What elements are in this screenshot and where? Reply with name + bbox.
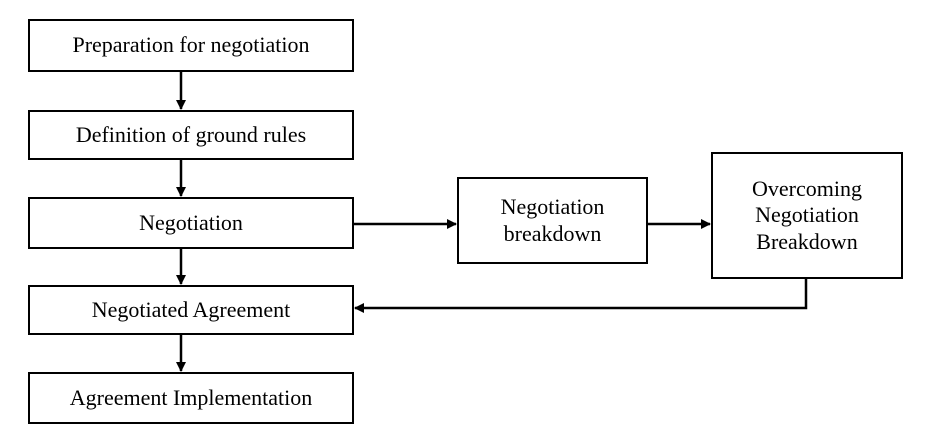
arrow-overcoming-to-negotiated-agreement xyxy=(354,279,808,313)
breakdown-label-line-2: breakdown xyxy=(503,220,602,246)
ground-rules-label: Definition of ground rules xyxy=(75,121,307,147)
overcoming-label-line-3: Breakdown xyxy=(756,228,858,254)
overcoming-label: Overcoming Negotiation Breakdown xyxy=(752,176,862,255)
breakdown-label: Negotiation breakdown xyxy=(501,194,605,247)
negotiated-agreement-label: Negotiated Agreement xyxy=(91,296,291,322)
implementation-label: Agreement Implementation xyxy=(69,384,313,410)
overcoming-negotiation-breakdown-box: Overcoming Negotiation Breakdown xyxy=(711,152,903,279)
overcoming-label-line-2: Negotiation xyxy=(755,202,859,228)
negotiation-box: Negotiation xyxy=(28,197,354,249)
negotiated-agreement-box: Negotiated Agreement xyxy=(28,285,354,335)
definition-of-ground-rules-box: Definition of ground rules xyxy=(28,110,354,160)
preparation-for-negotiation-box: Preparation for negotiation xyxy=(28,19,354,72)
agreement-implementation-box: Agreement Implementation xyxy=(28,372,354,424)
negotiation-label: Negotiation xyxy=(139,209,243,235)
preparation-label: Preparation for negotiation xyxy=(72,32,310,58)
negotiation-breakdown-box: Negotiation breakdown xyxy=(457,177,648,264)
overcoming-label-line-1: Overcoming xyxy=(752,175,862,201)
breakdown-label-line-1: Negotiation xyxy=(500,194,605,220)
